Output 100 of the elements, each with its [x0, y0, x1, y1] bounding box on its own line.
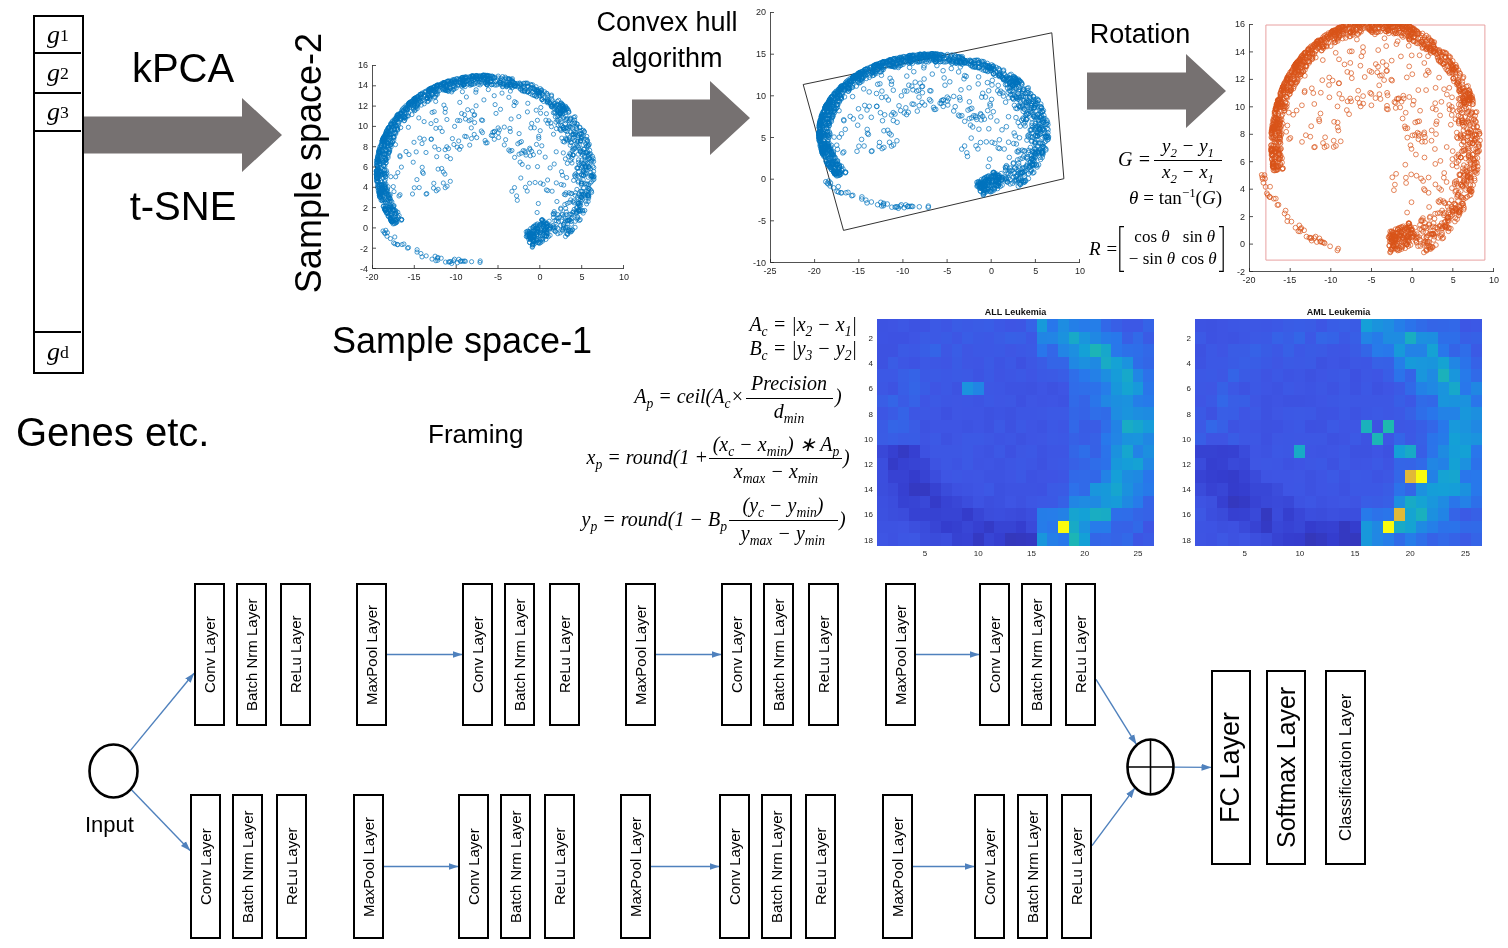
- arrow: [655, 651, 722, 658]
- tick-label: 8: [868, 409, 873, 419]
- layer-block: Conv Layer: [721, 583, 752, 726]
- chart-title: AML Leukemia: [1306, 307, 1371, 318]
- layer-block: MaxPool Layer: [620, 794, 651, 939]
- tick-label: 0: [1409, 275, 1415, 285]
- tick-label: 20: [756, 7, 766, 17]
- block-arrow: [84, 98, 282, 172]
- node-caption: Genes etc.: [16, 410, 210, 455]
- formula-text: ): [835, 385, 842, 408]
- formula-text: B$_{c}$ = |y$_{3}$ − y$_{2}$|: [749, 337, 857, 360]
- tick-label: 4: [868, 358, 873, 368]
- tick-label: 6: [868, 383, 873, 393]
- tick-label: 4: [363, 182, 368, 193]
- tick-label: 15: [1350, 549, 1360, 558]
- layer-block: Batch Nrm Layer: [500, 794, 531, 939]
- layer-block: Batch Nrm Layer: [236, 583, 267, 726]
- matrix-entry: − sin θ: [1128, 249, 1176, 269]
- tick-label: 14: [1182, 484, 1191, 494]
- tick-label: 16: [1182, 509, 1191, 519]
- tick-label: 10: [1295, 549, 1305, 558]
- layer-block: Conv Layer: [458, 794, 489, 939]
- layer-block: MaxPool Layer: [885, 583, 916, 726]
- layer-block: Batch Nrm Layer: [763, 583, 794, 726]
- layer-block: Conv Layer: [194, 583, 225, 726]
- arrow: [1095, 678, 1137, 745]
- tick-label: -2: [1237, 267, 1245, 277]
- formula-text: (y$_{c}$ − y$_{min}$): [742, 494, 824, 517]
- layer-block: ReLu Layer: [1061, 794, 1092, 939]
- tick-label: -5: [758, 216, 766, 227]
- layer-block: MaxPool Layer: [353, 794, 384, 939]
- tick-label: 10: [1182, 434, 1191, 444]
- layer-block: Classification Layer: [1325, 670, 1366, 865]
- layer-block: Batch Nrm Layer: [1021, 583, 1052, 726]
- arrow: [131, 789, 191, 852]
- tick-label: 10: [756, 90, 766, 101]
- tick-label: 20: [1405, 549, 1415, 558]
- layer-block: FC Layer: [1211, 670, 1251, 865]
- formula-text: x$_{max}$ − x$_{min}$: [733, 460, 819, 483]
- formula-text: y$_{max}$ − y$_{min}$: [740, 522, 826, 545]
- tick-label: 5: [922, 549, 928, 558]
- tick-label: 2: [868, 333, 873, 343]
- arrow: [915, 651, 980, 658]
- tick-label: -10: [896, 266, 910, 276]
- tick-label: 10: [619, 272, 629, 282]
- tick-label: -10: [1324, 275, 1338, 285]
- tick-label: -2: [360, 243, 368, 254]
- tick-label: -20: [807, 266, 821, 276]
- tick-label: -10: [449, 272, 463, 282]
- tick-label: 18: [864, 535, 873, 545]
- layer-block: Conv Layer: [974, 794, 1005, 939]
- formula-text: A$_{c}$ = |x$_{2}$ − x$_{1}$|: [749, 313, 857, 336]
- layer-block: ReLu Layer: [1065, 583, 1096, 726]
- tick-label: 12: [864, 459, 873, 469]
- arrow: [1091, 787, 1136, 847]
- tick-label: 10: [1235, 101, 1245, 112]
- layer-block: MaxPool Layer: [356, 583, 387, 726]
- tick-label: 5: [1033, 266, 1039, 276]
- layer-block: Batch Nrm Layer: [232, 794, 263, 939]
- node-caption: Input: [85, 812, 134, 838]
- tick-label: 6: [363, 162, 368, 172]
- arrow: [386, 651, 463, 658]
- tick-label: 6: [1186, 383, 1191, 393]
- arrow: [650, 863, 720, 870]
- tick-label: -25: [763, 266, 777, 276]
- axis-title: Sample space-2: [288, 33, 330, 294]
- matrix-entry: cos θ: [1181, 249, 1217, 269]
- layer-block: ReLu Layer: [805, 794, 836, 939]
- tick-label: 15: [1027, 549, 1036, 558]
- layer-block: Conv Layer: [979, 583, 1010, 726]
- formula-text: θ = tan$^{−1}$(G): [1129, 187, 1222, 209]
- formula-text: d$_{min}$: [773, 400, 805, 423]
- arrow: [383, 863, 459, 870]
- tick-label: -10: [753, 258, 766, 268]
- tick-label: 25: [1133, 549, 1143, 558]
- tick-label: 12: [1182, 459, 1191, 469]
- tick-label: 16: [864, 509, 873, 519]
- method-label: t-SNE: [129, 184, 237, 229]
- layer-block: ReLu Layer: [544, 794, 575, 939]
- gene-vector: [33, 15, 84, 374]
- tick-label: 10: [1489, 275, 1499, 285]
- layer-block: Conv Layer: [462, 583, 493, 726]
- formula-text: ): [843, 446, 850, 469]
- tick-label: 10: [1075, 266, 1085, 276]
- tick-label: 10: [973, 549, 983, 558]
- tick-label: 4: [1186, 358, 1191, 368]
- tick-label: 5: [579, 272, 585, 282]
- tick-label: 0: [363, 223, 368, 234]
- tick-label: 18: [1182, 535, 1191, 545]
- tick-label: 14: [864, 484, 873, 494]
- arrow: [912, 863, 975, 870]
- tick-label: -5: [1367, 275, 1376, 285]
- tick-label: 10: [358, 121, 368, 132]
- block-arrow: [1087, 54, 1226, 128]
- arrow: [129, 672, 195, 752]
- tick-label: -20: [1242, 275, 1256, 285]
- tick-label: 2: [1240, 211, 1245, 222]
- tick-label: 8: [1186, 409, 1191, 419]
- block-arrow: [632, 81, 750, 155]
- tick-label: 14: [1235, 46, 1245, 57]
